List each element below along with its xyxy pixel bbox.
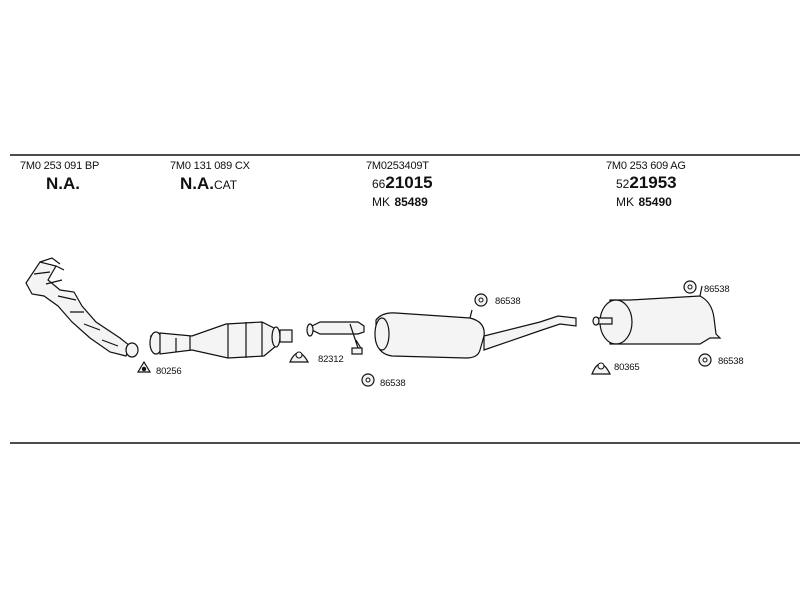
label-hanger: 86538 <box>495 296 521 307</box>
mk-number: 85490 <box>638 195 672 209</box>
section-middle-silencer: 7M0253409T 6621015 MK 85489 <box>366 160 433 211</box>
rear-silencer-part <box>592 285 722 345</box>
part-name: N.A. <box>180 174 214 193</box>
part-name-suffix: CAT <box>214 178 238 192</box>
label-hanger: 86538 <box>704 284 730 295</box>
part-number: 7M0253409T <box>366 160 429 172</box>
front-pipe-part <box>25 257 139 358</box>
hanger-icon <box>683 280 697 294</box>
clamp-icon <box>591 362 611 375</box>
label-clamp: 82312 <box>318 354 344 365</box>
mk-prefix: MK <box>616 195 634 209</box>
catalyst-part <box>149 321 293 359</box>
middle-silencer-part <box>306 309 577 359</box>
part-prefix: 66 <box>372 177 386 191</box>
label-hanger: 86538 <box>718 356 744 367</box>
label-hanger: 86538 <box>380 378 406 389</box>
part-number: 7M0 253 091 BP <box>20 160 100 172</box>
gasket-icon <box>136 360 152 373</box>
part-number: 7M0 131 089 CX <box>170 160 250 172</box>
hanger-icon <box>698 353 712 367</box>
section-front-pipe: 7M0 253 091 BP N.A. <box>20 160 99 194</box>
part-code: 21953 <box>629 173 677 192</box>
mk-number: 85489 <box>394 195 428 209</box>
clamp-icon <box>289 351 310 363</box>
label-gasket: 80256 <box>156 366 182 377</box>
section-catalyst: 7M0 131 089 CX N.A.CAT <box>170 160 250 194</box>
section-rear-silencer: 7M0 253 609 AG 5221953 MK 85490 <box>606 160 686 211</box>
part-name: N.A. <box>46 174 80 193</box>
mk-prefix: MK <box>372 195 390 209</box>
hanger-icon <box>361 373 375 387</box>
part-code: 21015 <box>385 173 433 192</box>
part-number: 7M0 253 609 AG <box>606 160 686 172</box>
label-clamp: 80365 <box>614 362 640 373</box>
hanger-icon <box>474 293 488 307</box>
part-prefix: 52 <box>616 177 630 191</box>
